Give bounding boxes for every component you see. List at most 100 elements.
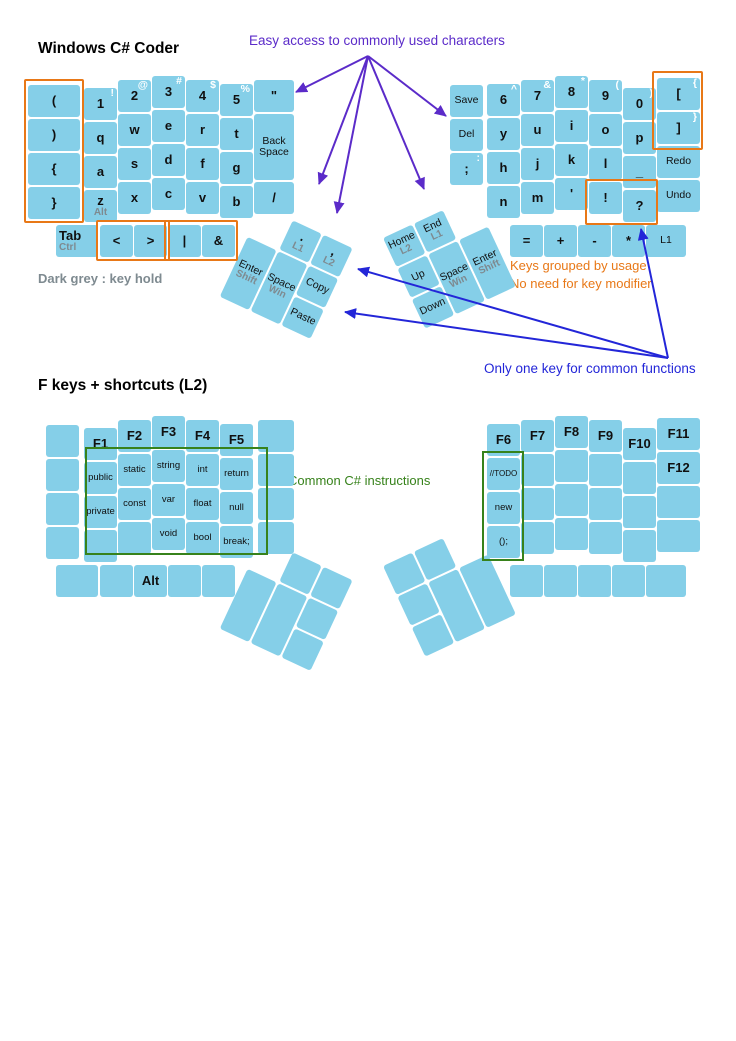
key-label: m <box>531 190 544 206</box>
key-b: b <box>220 186 253 218</box>
key-static: static <box>118 454 151 486</box>
key-label: = <box>522 233 531 249</box>
highlight-box-left-brackets <box>24 79 84 223</box>
key-blank <box>168 565 201 597</box>
key-i: i <box>555 110 588 142</box>
annotation-one-key: Only one key for common functions <box>484 361 696 376</box>
key-label: e <box>164 118 173 134</box>
highlight-box-pipe-amp <box>164 220 238 261</box>
key-bool: bool <box>186 522 219 554</box>
key-label: F3 <box>160 424 177 440</box>
key-null: null <box>220 492 253 524</box>
key-shift-label: ) <box>649 87 654 99</box>
key-label: * <box>625 233 632 249</box>
key-hold-label: L2 <box>398 242 414 258</box>
key-label: u <box>533 122 542 138</box>
key-back-space: Back Space <box>254 114 294 180</box>
key-symbol: | <box>168 225 201 257</box>
key-1: !1 <box>84 87 117 120</box>
highlight-box-csharp-right <box>482 451 524 561</box>
key-symbol: ? <box>623 190 656 222</box>
key-m: m <box>521 182 554 214</box>
key-blank <box>646 565 686 597</box>
key-y: y <box>487 118 520 150</box>
key-f4: F4 <box>186 420 219 452</box>
key-l: l <box>589 148 622 180</box>
key-4: $4 <box>186 79 219 112</box>
key-hold-label: L2 <box>321 254 337 269</box>
key-symbol: (); <box>487 526 520 558</box>
key-label: ' <box>569 186 574 202</box>
key-label: } <box>51 195 57 211</box>
key-blank <box>258 488 294 520</box>
key-label: ? <box>635 198 644 214</box>
key-label: 6 <box>499 92 508 108</box>
key-label: o <box>601 122 610 138</box>
key-shift-label: : <box>476 152 481 164</box>
key-symbol: = <box>510 225 543 257</box>
key-label: L1 <box>660 234 672 247</box>
key-f9: F9 <box>589 420 622 452</box>
key-label: Del <box>458 128 475 141</box>
key-blank <box>623 462 656 494</box>
key-v: v <box>186 182 219 214</box>
key-label: 0 <box>635 96 644 112</box>
key-label: F11 <box>667 426 690 442</box>
key-float: float <box>186 488 219 520</box>
key-f: f <box>186 148 219 180</box>
key-c: c <box>152 178 185 210</box>
key-symbol: < <box>100 225 133 257</box>
key-symbol: ! <box>589 182 622 214</box>
key-private: private <box>84 496 117 528</box>
key-label: x <box>130 190 139 206</box>
key-blank <box>56 565 98 597</box>
key-label: w <box>129 122 140 138</box>
key-redo: Redo <box>657 146 700 178</box>
key-label: 9 <box>601 88 610 104</box>
key-blank <box>555 484 588 516</box>
key-label: Redo <box>665 155 692 168</box>
key-label: static <box>123 464 146 476</box>
key-label: 8 <box>567 84 576 100</box>
key-todo: //TODO <box>487 458 520 490</box>
key-blank <box>521 522 554 554</box>
layer2-title: F keys + shortcuts (L2) <box>38 377 208 394</box>
key-label: ; <box>464 161 469 177</box>
key-7: &7 <box>521 79 554 112</box>
key-label: public <box>88 472 113 484</box>
key-f6: F6 <box>487 424 520 456</box>
key-label: break; <box>223 536 250 548</box>
key-label: Undo <box>665 189 692 202</box>
key-blank <box>46 459 79 491</box>
key-l1: L1 <box>646 225 686 257</box>
key-return: return <box>220 458 253 490</box>
key-symbol: > <box>134 225 167 257</box>
key-shift-label: % <box>240 83 250 95</box>
key-label: Up <box>409 267 428 285</box>
key-blank <box>46 425 79 457</box>
key-a: a <box>84 156 117 188</box>
annotation-common-csharp: Common C# instructions <box>288 473 431 488</box>
key-break: break; <box>220 526 253 558</box>
key-del: Del <box>450 119 483 151</box>
key-label: / <box>272 190 276 206</box>
key-public: public <box>84 462 117 494</box>
key-label: F8 <box>563 424 580 440</box>
key-shift-label: ( <box>615 79 620 91</box>
key-f12: F12 <box>657 452 700 484</box>
key-label: b <box>232 194 241 210</box>
key-label: Paste <box>288 306 318 329</box>
key-label: void <box>159 528 178 540</box>
key-t: t <box>220 118 253 150</box>
key-f1: F1 <box>84 428 117 460</box>
key-label: Tab <box>59 227 82 243</box>
key-label: Down <box>418 295 448 319</box>
key-0: )0 <box>623 87 656 120</box>
highlight-box-square-brackets <box>652 71 703 150</box>
key-8: *8 <box>555 75 588 108</box>
key-label: F6 <box>495 432 512 448</box>
key-label: Alt <box>141 573 160 589</box>
key-label: //TODO <box>489 468 518 478</box>
key-2: @2 <box>118 79 151 112</box>
